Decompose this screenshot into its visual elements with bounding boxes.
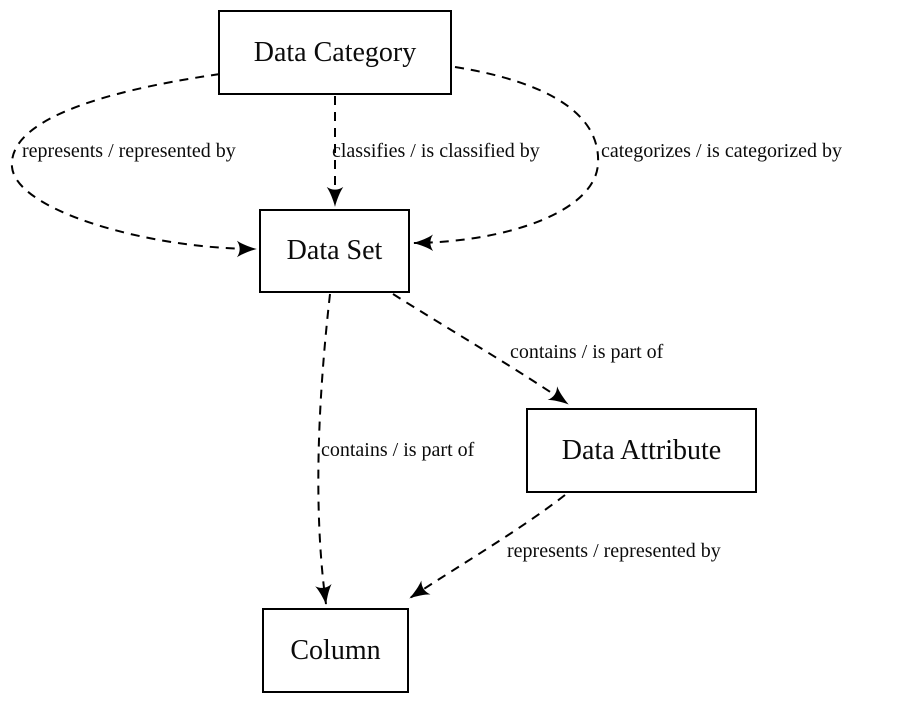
edge-label-contains-attribute: contains / is part of [510,341,664,363]
edge-label-categorizes: categorizes / is categorized by [601,140,842,162]
edge-label-contains-column: contains / is part of [321,439,475,461]
node-data-set: Data Set [259,209,410,293]
edge-categorizes [413,66,600,252]
node-column: Column [262,608,409,693]
edge-label-represents-top: represents / represented by [22,140,236,162]
node-data-attribute: Data Attribute [526,408,757,493]
edge-label-represents-bottom: represents / represented by [507,540,721,562]
edge-contains-column [315,293,332,605]
edge-represents-top [10,73,257,258]
node-data-category: Data Category [218,10,452,95]
edge-label-classifies: classifies / is classified by [332,140,540,162]
edge-contains-attribute [392,293,569,405]
edge-represents-bottom [409,494,566,599]
